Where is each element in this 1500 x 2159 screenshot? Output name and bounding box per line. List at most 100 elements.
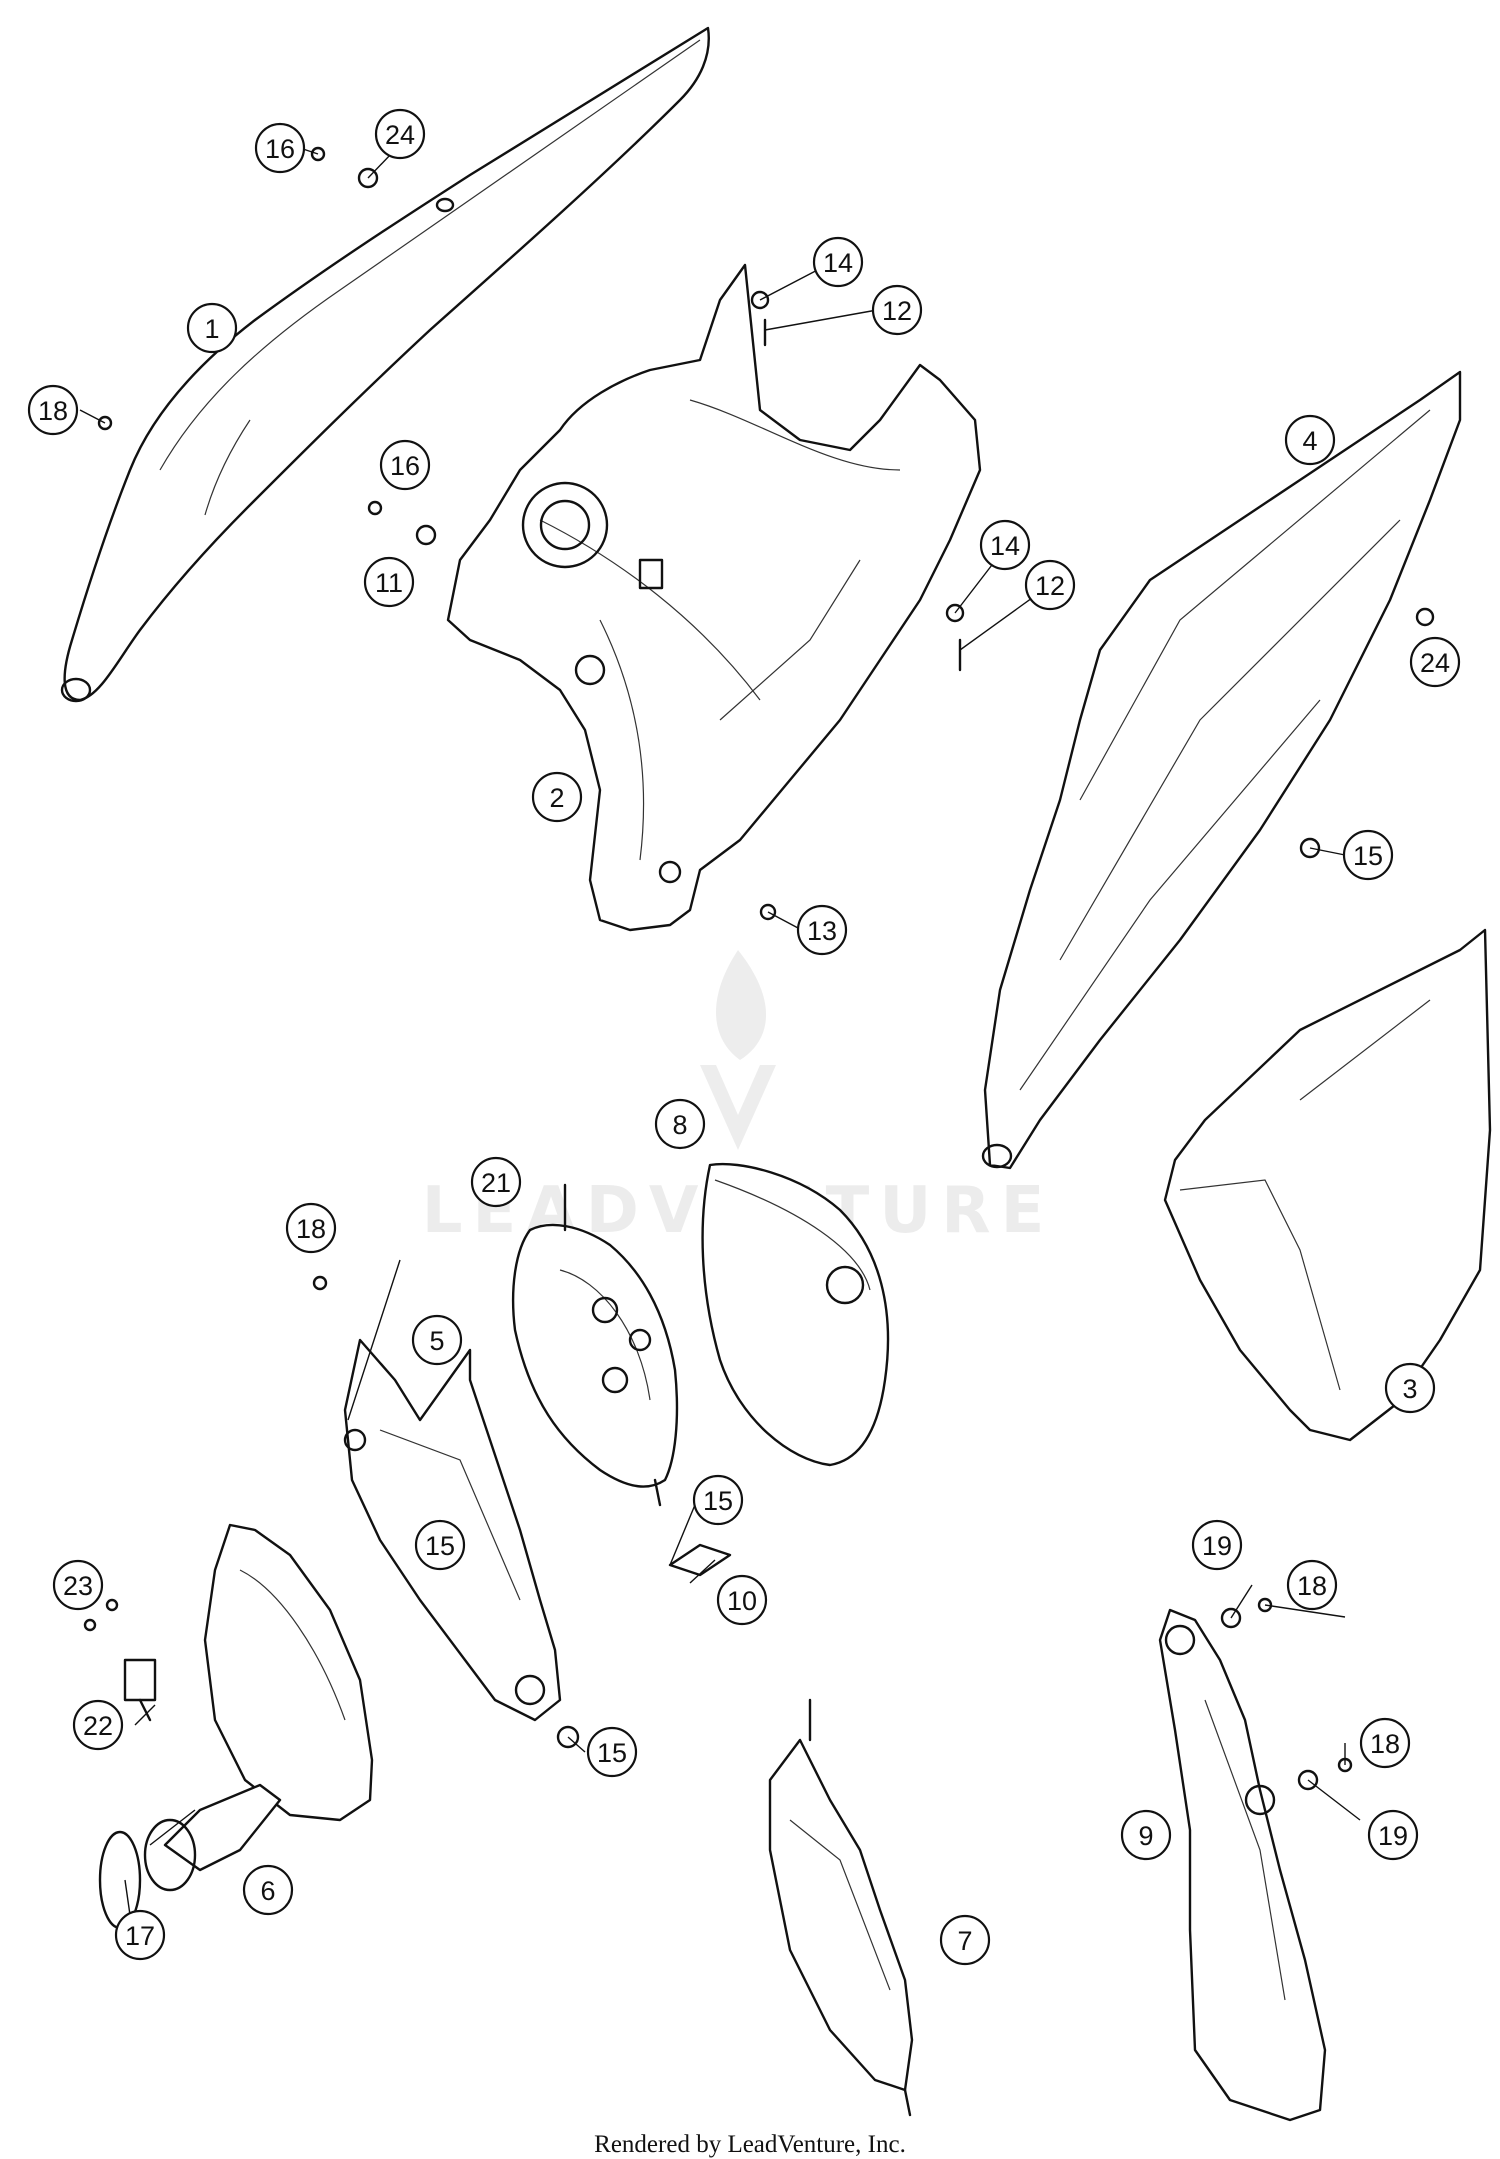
part-2-airbox [446,263,982,932]
callout-label: 18 [1370,1729,1400,1759]
part-4-side-panel [981,370,1462,1170]
callout-label: 24 [1420,648,1450,678]
callout-label: 24 [385,120,415,150]
part-8-filter-foam [701,1162,890,1467]
callout-label: 18 [1297,1571,1327,1601]
callout-label: 15 [425,1531,455,1561]
fastener-bolt-18-top-right-icon [1257,1597,1273,1613]
callout-label: 2 [549,783,564,813]
callout-c12a: 12 [871,284,923,336]
part-22-sensor [123,1658,157,1722]
callout-c15b: 15 [692,1474,744,1526]
callout-c1: 1 [186,302,238,354]
callout-label: 18 [38,396,68,426]
callout-label: 8 [672,1110,687,1140]
part-9-lower-cover [1158,1608,1327,2122]
fastener-bolt-18-mid-icon [312,1275,328,1291]
callout-label: 6 [260,1876,275,1906]
callout-c8: 8 [654,1098,706,1150]
callout-c19b: 19 [1367,1809,1419,1861]
callout-c7: 7 [939,1914,991,1966]
callout-label: 13 [807,916,837,946]
callout-c24b: 24 [1409,636,1461,688]
fastener-nut-24-top-icon [357,167,379,189]
callout-label: 12 [1035,571,1065,601]
part-6-intake-boot [143,1523,374,1892]
callout-label: 14 [990,531,1020,561]
callout-label: 7 [957,1926,972,1956]
callout-c18d: 18 [1359,1717,1411,1769]
fastener-washer-19-top-icon [1220,1607,1242,1629]
callout-c19a: 19 [1191,1519,1243,1571]
callout-label: 23 [63,1571,93,1601]
callout-c6: 6 [242,1864,294,1916]
callout-c5: 5 [411,1314,463,1366]
watermark-flame-icon [716,950,767,1060]
fasteners [83,146,1435,1791]
fastener-bolt-18-left-icon [97,415,113,431]
fastener-bolt-16-top-icon [310,146,326,162]
part-1-rail [60,26,710,703]
fastener-rivet-14-top-icon [750,290,770,310]
callout-c18c: 18 [1286,1559,1338,1611]
fastener-bolt-13-icon [759,903,777,921]
callout-c16b: 16 [379,439,431,491]
callout-c15d: 15 [586,1726,638,1778]
callout-label: 16 [390,451,420,481]
fastener-clip-10-icon [668,1543,732,1577]
callout-label: 15 [597,1738,627,1768]
part-7-air-guide [768,1698,914,2117]
watermark-v-icon [700,1065,776,1150]
callout-c15a: 15 [1342,829,1394,881]
callout-label: 18 [296,1214,326,1244]
fastener-screw-23-icon [83,1618,97,1632]
callout-c16a: 16 [254,122,306,174]
callout-label: 12 [882,296,912,326]
callout-c14b: 14 [979,519,1031,571]
callout-c18a: 18 [27,384,79,436]
fastener-nut-11-icon [415,524,437,546]
fastener-nut-24-right-icon [1415,607,1435,627]
fastener-nut-15-right-icon [1299,837,1321,859]
callout-label: 9 [1138,1821,1153,1851]
callout-c15c: 15 [414,1519,466,1571]
callout-label: 3 [1402,1374,1417,1404]
callout-c18b: 18 [285,1202,337,1254]
callout-c23: 23 [52,1559,104,1611]
callout-label: 10 [727,1586,757,1616]
callout-label: 19 [1202,1531,1232,1561]
callout-c12b: 12 [1024,559,1076,611]
callout-label: 5 [429,1326,444,1356]
callout-c14a: 14 [812,236,864,288]
callout-c22: 22 [72,1699,124,1751]
callout-c10: 10 [716,1574,768,1626]
callout-c24a: 24 [374,108,426,160]
fastener-nut-15-lower-icon [556,1725,580,1749]
callout-label: 17 [125,1921,155,1951]
part-21-filter-cage [511,1183,679,1507]
callout-c9: 9 [1120,1809,1172,1861]
callout-c21: 21 [470,1156,522,1208]
fastener-washer-19-bottom-icon [1297,1769,1319,1791]
callout-c2: 2 [531,771,583,823]
footer-credit: Rendered by LeadVenture, Inc. [594,2131,906,2158]
callout-label: 22 [83,1711,113,1741]
callout-label: 11 [375,568,403,598]
callout-label: 15 [1353,841,1383,871]
callout-c17: 17 [114,1909,166,1961]
callout-label: 4 [1302,426,1317,456]
callout-label: 19 [1378,1821,1408,1851]
callout-label: 16 [265,134,295,164]
callout-label: 14 [823,248,853,278]
part-3-number-plate [1163,928,1492,1442]
fastener-screw-23b-icon [105,1598,119,1612]
callout-label: 1 [204,314,219,344]
callout-label: 15 [703,1486,733,1516]
callout-c3: 3 [1384,1362,1436,1414]
callout-c4: 4 [1284,414,1336,466]
fastener-rivet-14-mid-icon [945,603,965,623]
fastener-bolt-16-mid-icon [367,500,383,516]
callout-c13: 13 [796,904,848,956]
callout-c11: 11 [363,556,415,608]
